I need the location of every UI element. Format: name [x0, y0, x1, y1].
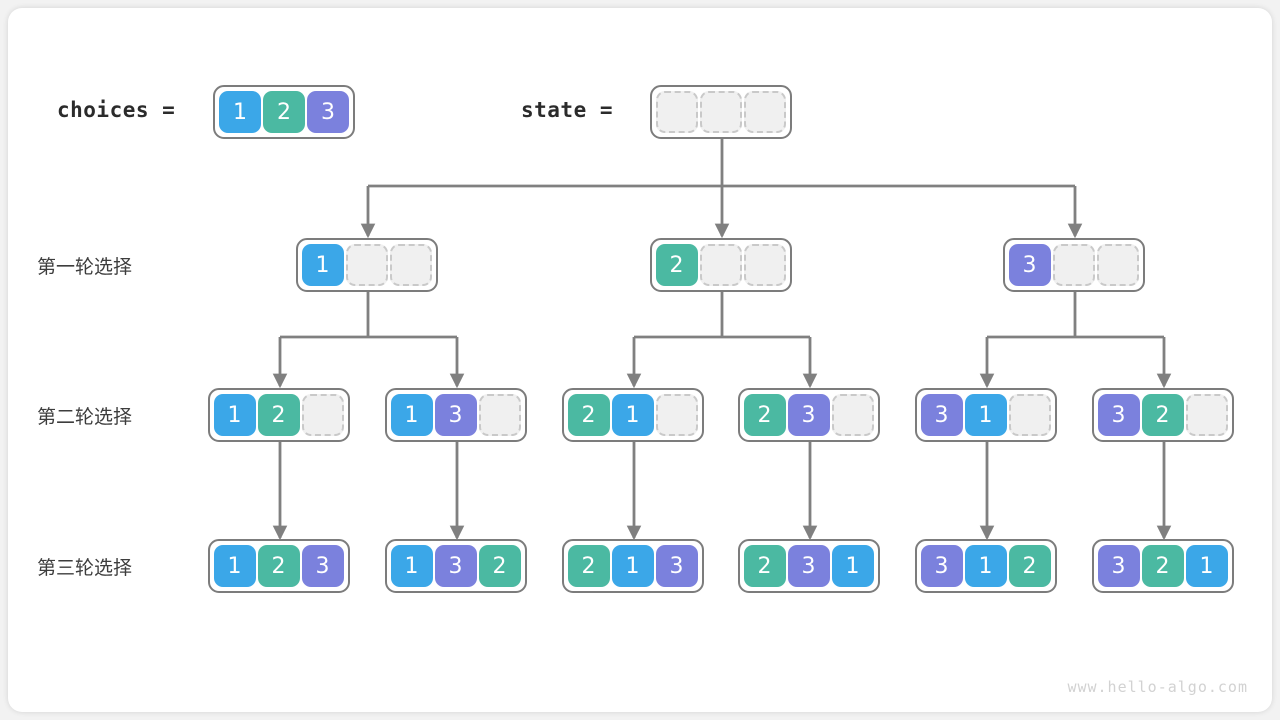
choices-label: choices = [57, 98, 176, 122]
tree-node-level-1-3-cell-2 [1096, 244, 1139, 286]
tree-node-level-2-4-cell-2 [831, 394, 874, 436]
tree-node-level-2-4-cell-0: 2 [743, 394, 786, 436]
tree-node-level-3-4-cell-2: 1 [831, 545, 874, 587]
tree-node-level-3-2-cell-0: 1 [390, 545, 433, 587]
tree-node-level-1-2: 2 [649, 238, 792, 292]
state-cell-0 [656, 91, 698, 133]
tree-node-level-3-4-cell-0: 2 [743, 545, 786, 587]
tree-node-level-3-2-cell-2: 2 [478, 545, 521, 587]
tree-node-level-1-1: 1 [295, 238, 438, 292]
tree-node-level-1-2-cell-1 [699, 244, 742, 286]
tree-node-level-3-6-cell-0: 3 [1097, 545, 1140, 587]
tree-node-level-3-2-cell-1: 3 [434, 545, 477, 587]
tree-node-level-1-1-cell-0: 1 [301, 244, 344, 286]
tree-node-level-2-1-cell-2 [301, 394, 344, 436]
tree-node-level-3-1-cell-1: 2 [257, 545, 300, 587]
choices-cell-0: 1 [219, 91, 261, 133]
tree-node-level-3-3-cell-0: 2 [567, 545, 610, 587]
tree-node-level-2-3-cell-1: 1 [611, 394, 654, 436]
tree-node-level-2-6-cell-1: 2 [1141, 394, 1184, 436]
state-cell-1 [700, 91, 742, 133]
tree-node-level-2-4-cell-1: 3 [787, 394, 830, 436]
tree-node-level-3-3-cell-1: 1 [611, 545, 654, 587]
tree-node-level-3-6-cell-2: 1 [1185, 545, 1228, 587]
tree-node-level-3-6-cell-1: 2 [1141, 545, 1184, 587]
state-array [650, 85, 792, 139]
tree-node-level-3-4-cell-1: 3 [787, 545, 830, 587]
tree-node-level-2-1-cell-1: 2 [257, 394, 300, 436]
row-label-round-1: 第一轮选择 [37, 256, 133, 278]
state-cell-2 [744, 91, 786, 133]
tree-node-level-2-2-cell-1: 3 [434, 394, 477, 436]
tree-node-level-3-1-cell-2: 3 [301, 545, 344, 587]
row-label-round-2: 第二轮选择 [37, 406, 133, 428]
tree-node-level-3-5-cell-2: 2 [1008, 545, 1051, 587]
watermark: www.hello-algo.com [1067, 678, 1248, 696]
tree-node-level-2-6-cell-2 [1185, 394, 1228, 436]
state-label: state = [521, 98, 614, 122]
tree-node-level-2-6-cell-0: 3 [1097, 394, 1140, 436]
tree-node-level-1-3: 3 [1002, 238, 1145, 292]
tree-node-level-1-2-cell-0: 2 [655, 244, 698, 286]
tree-node-level-3-5-cell-1: 1 [964, 545, 1007, 587]
tree-node-level-1-2-cell-2 [743, 244, 786, 286]
tree-node-level-3-1-cell-0: 1 [213, 545, 256, 587]
tree-node-level-3-3-cell-2: 3 [655, 545, 698, 587]
tree-node-level-1-1-cell-1 [345, 244, 388, 286]
choices-cell-2: 3 [307, 91, 349, 133]
row-label-round-3: 第三轮选择 [37, 557, 133, 579]
tree-node-level-2-3-cell-0: 2 [567, 394, 610, 436]
tree-node-level-2-5-cell-2 [1008, 394, 1051, 436]
tree-node-level-2-3-cell-2 [655, 394, 698, 436]
tree-node-level-1-1-cell-2 [389, 244, 432, 286]
tree-node-level-3-5-cell-0: 3 [920, 545, 963, 587]
diagram-card [8, 8, 1272, 712]
tree-node-level-1-3-cell-1 [1052, 244, 1095, 286]
tree-node-level-2-5-cell-0: 3 [920, 394, 963, 436]
tree-node-level-2-1-cell-0: 1 [213, 394, 256, 436]
choices-cell-1: 2 [263, 91, 305, 133]
tree-node-level-2-2-cell-0: 1 [390, 394, 433, 436]
tree-node-level-2-2-cell-2 [478, 394, 521, 436]
tree-node-level-1-3-cell-0: 3 [1008, 244, 1051, 286]
tree-node-level-2-5-cell-1: 1 [964, 394, 1007, 436]
